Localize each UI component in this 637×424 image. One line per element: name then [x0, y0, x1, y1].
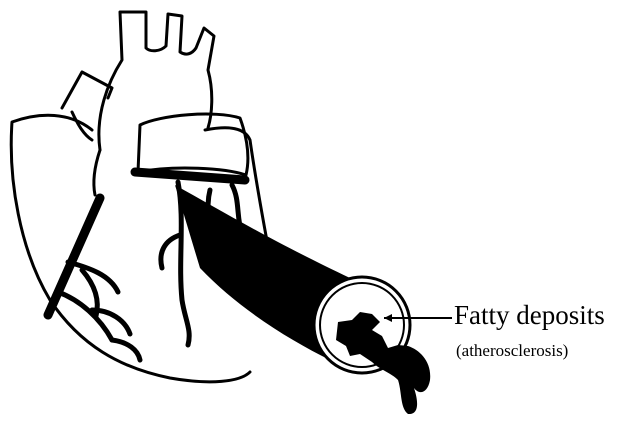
pulmonary-artery [138, 114, 248, 175]
aorta [99, 12, 214, 150]
fatty-deposits-label: Fatty deposits [454, 302, 605, 329]
atherosclerosis-label: (atherosclerosis) [456, 342, 568, 359]
